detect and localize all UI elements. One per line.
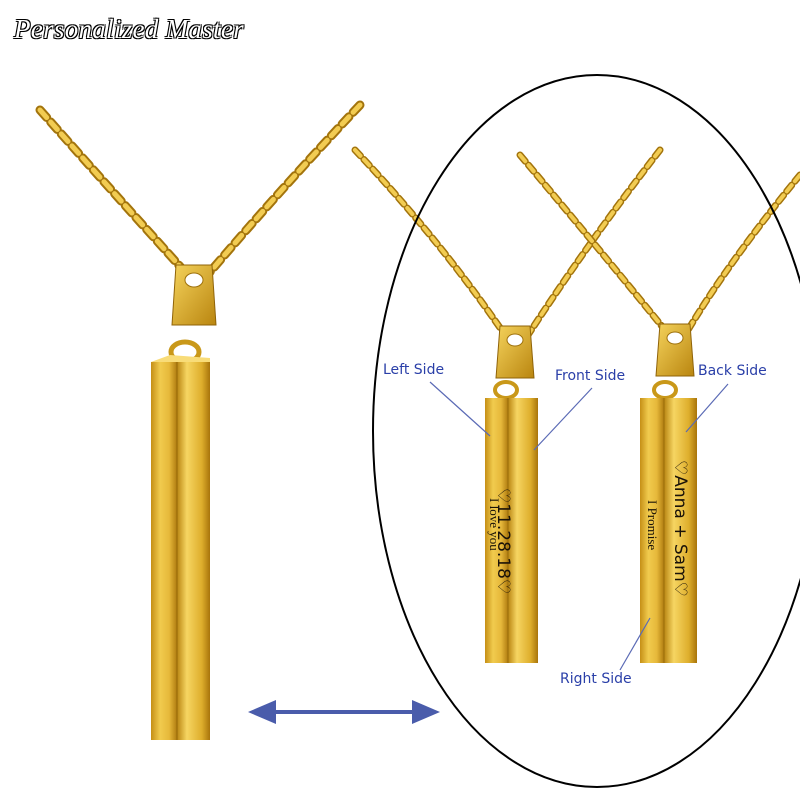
highlight-oval [372, 74, 800, 788]
pendant-1 [485, 325, 538, 663]
necklace-chains [35, 100, 800, 339]
engraving-right-message: I Promise [645, 500, 660, 551]
pendant-2-right-face [640, 398, 664, 663]
front-side-label: Front Side [555, 368, 626, 384]
large-pendant-front-face [177, 362, 210, 740]
engraving-left-message: I love you [487, 498, 502, 551]
brand-logo: Personalized Master [14, 14, 244, 44]
pendant-1-front-face [508, 398, 538, 663]
large-bar-pendant [151, 264, 217, 740]
pendant-2 [640, 323, 697, 663]
pendant-1-left-face [485, 398, 508, 663]
engraving-back-names: ♡Anna + Sam♡ [670, 460, 690, 597]
callout-lines [429, 381, 729, 671]
pendant-2-back-face [664, 398, 697, 663]
back-side-label: Back Side [698, 363, 767, 379]
double-arrow-icon [248, 700, 440, 724]
large-pendant-left-face [151, 362, 177, 740]
left-side-label: Left Side [383, 362, 445, 378]
large-pendant-bail [171, 264, 217, 326]
right-side-label: Right Side [560, 671, 632, 687]
